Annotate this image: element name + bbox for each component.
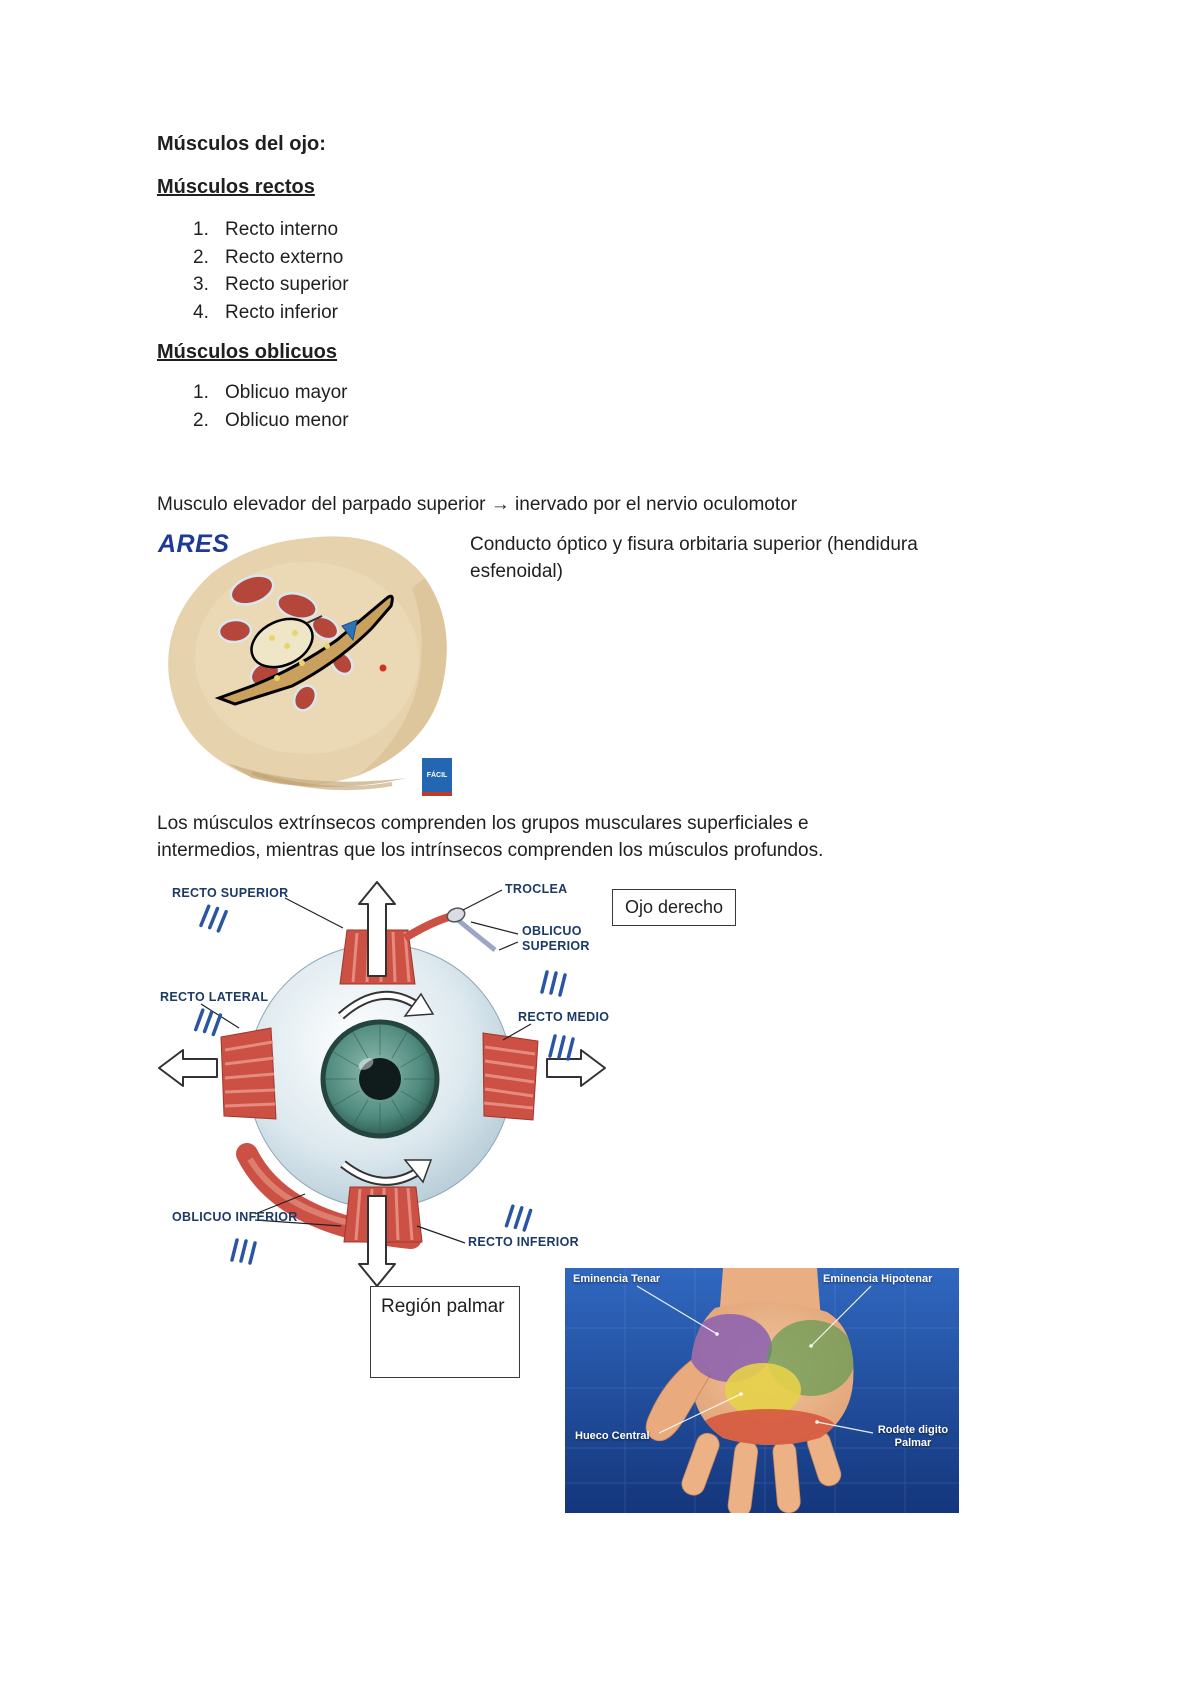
ares-watermark: ARES [158,530,230,558]
section-heading-rectos: Músculos rectos [157,176,315,198]
orbit-vein [341,619,358,642]
orbit-red-dot [379,664,387,672]
hand-illustration [565,1268,959,1518]
label-hueco-central: Hueco Central [575,1430,650,1442]
list-item-number: 2. [193,246,209,268]
orbit-fat-lobe [250,617,314,669]
label-eminencia-tenar: Eminencia Tenar [573,1273,661,1285]
list-item: 3. Recto superior [193,271,349,299]
facil-logo: FÁCIL [422,758,452,796]
arrow-down [358,1195,396,1287]
region-rodete [700,1409,836,1445]
orbit-caption: Conducto óptico y fisura orbitaria super… [470,534,918,582]
list-item-label: Oblicuo mayor [225,382,348,403]
label-troclea: TROCLEA [505,882,568,896]
label-recto-lateral: RECTO LATERAL [160,990,269,1004]
label-recto-superior: RECTO SUPERIOR [172,886,289,900]
oblicuo-superior-tendon [402,912,454,942]
thumb [645,1355,712,1442]
arrow-right [546,1049,606,1087]
ojo-derecho-callout: Ojo derecho [612,889,737,926]
facil-logo-text: FÁCIL [426,771,448,779]
list-item-label: Recto externo [225,246,344,268]
list-item-number: 2. [193,409,209,431]
rotation-arrows [338,990,435,1186]
label-oblicuo-inferior: OBLICUO INFERIOR [172,1210,298,1224]
region-hueco-central [725,1363,801,1417]
fingers [681,1430,842,1518]
eye-diagram: RECTO SUPERIOR TROCLEA OBLICUO SUPERIOR … [155,876,747,1290]
list-item: 1. Recto interno [193,216,349,244]
label-recto-inferior: RECTO INFERIOR [468,1235,579,1249]
list-item-label: Oblicuo menor [225,409,349,431]
page-title: Músculos del ojo: [157,133,326,155]
rectos-list: 1. Recto interno 2. Recto externo 3. Rec… [193,216,349,326]
troclea-pulley [446,907,466,923]
list-item-label: Recto inferior [225,301,338,323]
section-heading-oblicuos: Músculos oblicuos [157,341,338,363]
list-item: 4. Recto inferior [193,299,349,327]
list-item-number: 3. [193,274,209,295]
region-palmar-callout: Región palmar [370,1286,520,1378]
direction-arrows [158,881,606,1287]
pupil [359,1058,401,1100]
label-recto-medio: RECTO MEDIO [518,1010,610,1024]
list-item-number: 1. [193,219,209,240]
label-eminencia-hipotenar: Eminencia Hipotenar [823,1273,933,1285]
list-item-label: Recto superior [225,274,349,295]
arrow-left [158,1049,218,1087]
muscle-recto-medio [482,1032,539,1121]
list-item: 2. Oblicuo menor [193,407,349,435]
muscle-recto-lateral [220,1027,277,1120]
list-item: 2. Recto externo [193,244,349,272]
palm-regions [690,1314,854,1445]
list-item-number: 1. [193,382,209,403]
list-item: 1. Oblicuo mayor [193,379,349,407]
arrow-up [358,881,396,977]
hand-figure: Eminencia Tenar Eminencia Hipotenar Huec… [565,1268,959,1518]
orbit-levator-outline [214,594,394,706]
orbit-figure: ARES FÁCIL [157,528,462,798]
hand-pointer-lines [636,1285,874,1434]
list-item-label: Recto interno [225,219,339,240]
note-levator: Musculo elevador del parpado superior → … [157,494,798,515]
paragraph-extrinsecos: Los músculos extrínsecos comprenden los … [157,813,824,861]
oblicuos-list: 1. Oblicuo mayor 2. Oblicuo menor [193,379,349,434]
label-rodete-digito-palmar: Rodete digito Palmar [877,1424,949,1449]
pointer-lines [200,889,532,1244]
list-item-number: 4. [193,301,209,323]
orbit-illustration [168,536,447,791]
label-oblicuo-superior: OBLICUO SUPERIOR [522,924,590,953]
eye-diagram-illustration [158,881,606,1287]
